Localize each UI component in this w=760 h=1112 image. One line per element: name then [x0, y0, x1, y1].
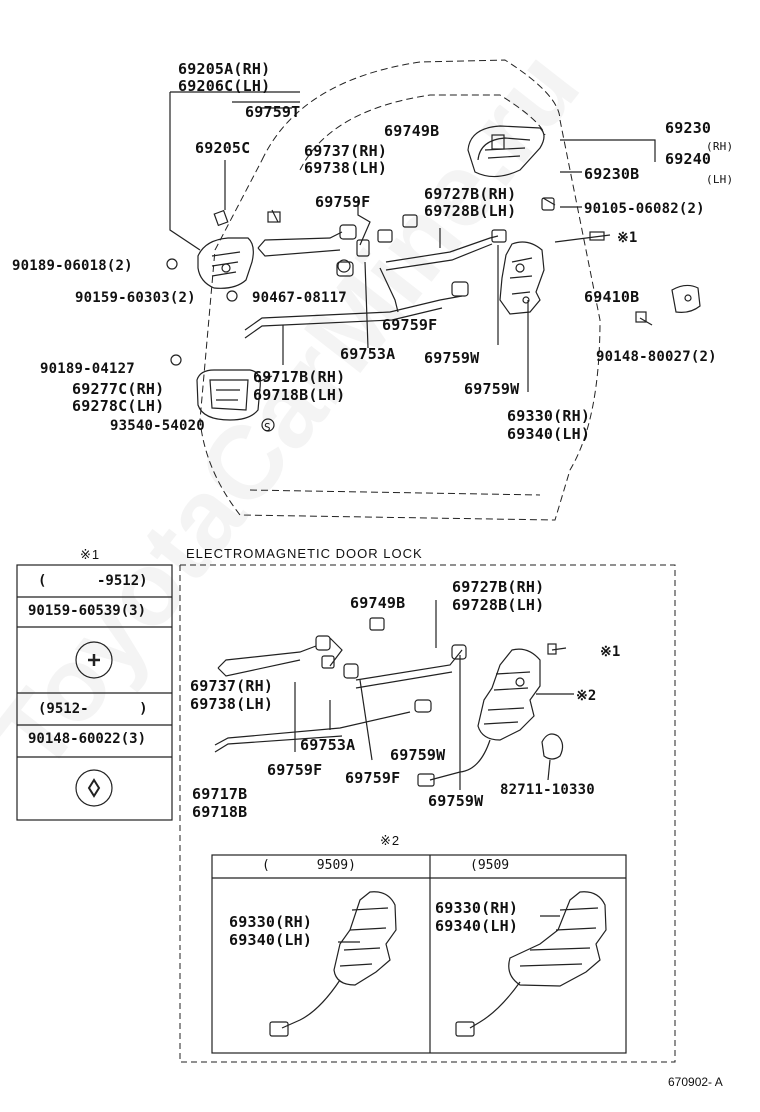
electro-label-69753a: 69753A [300, 736, 356, 754]
note2-left-label-69340: 69340(LH) [229, 931, 313, 949]
label-69759w-2: 69759W [464, 380, 520, 398]
door-lock-assembly [499, 241, 545, 315]
note1-row-part-1: 90159-60539(3) [28, 603, 147, 619]
door-outline [199, 59, 601, 521]
door-window-frame [299, 94, 546, 171]
electro-label-69759w: 69759W [390, 746, 446, 764]
electro-label-69737: 69737(RH) [190, 677, 274, 695]
rod-69717B [244, 295, 463, 331]
label-69717b: 69717B(RH) [253, 368, 346, 386]
label-note-ref1: ※1 [617, 230, 638, 246]
rod-69737 [257, 231, 343, 249]
label-69205a: 69205A(RH) [178, 60, 271, 78]
label-69340: 69340(LH) [507, 425, 591, 443]
inside-handle-part [197, 237, 254, 289]
label-s: S [264, 421, 271, 434]
electro-section-title: ELECTROMAGNETIC DOOR LOCK [186, 546, 423, 561]
electro-label-69759f-a: 69759F [267, 761, 323, 779]
electro-label-69727b: 69727B(RH) [452, 578, 545, 596]
note1-row-range-2: (9512- ) [38, 701, 148, 717]
label-69230b: 69230B [584, 165, 640, 183]
rod-69727B [385, 235, 499, 263]
label-69718b: 69718B(LH) [253, 386, 346, 404]
document-code: 670902- A [668, 1075, 723, 1089]
electro-label-69718b: 69718B [192, 803, 248, 821]
electro-ref1: ※1 [600, 644, 621, 660]
label-69277c: 69277C(RH) [72, 380, 165, 398]
label-69205c: 69205C [195, 139, 251, 157]
outside-handle-part [467, 125, 545, 178]
note2-col2-header: (9509 [470, 858, 557, 873]
label-69759t: 69759T [245, 103, 301, 121]
label-69728b: 69728B(LH) [424, 202, 517, 220]
label-69240-lh: (LH) [706, 173, 734, 186]
label-69759w: 69759W [424, 349, 480, 367]
note2-right-label-69340: 69340(LH) [435, 917, 519, 935]
label-69749b: 69749B [384, 122, 440, 140]
electric-lock-assembly [417, 648, 541, 787]
electro-label-69759f-b: 69759F [345, 769, 401, 787]
label-90148-80027: 90148-80027(2) [596, 349, 717, 365]
label-90467-08117: 90467-08117 [252, 290, 347, 306]
label-69759f-2: 69759F [382, 316, 438, 334]
electro-label-82711-10330: 82711-10330 [500, 782, 595, 798]
label-69278c: 69278C(LH) [72, 397, 165, 415]
inner-bezel-part [196, 369, 261, 421]
label-69206c: 69206C(LH) [178, 77, 271, 95]
label-69727b: 69727B(RH) [424, 185, 517, 203]
note2-right-label-69330: 69330(RH) [435, 899, 519, 917]
label-69230-rh: (RH) [706, 140, 734, 153]
label-69759f: 69759F [315, 193, 371, 211]
lock-variant-left [269, 891, 397, 1037]
label-90189-06018: 90189-06018(2) [12, 258, 133, 274]
electro-label-69759w-2: 69759W [428, 792, 484, 810]
label-69410b: 69410B [584, 288, 640, 306]
label-69753a: 69753A [340, 345, 396, 363]
electro-label-69738: 69738(LH) [190, 695, 274, 713]
label-90189-04127: 90189-04127 [40, 361, 135, 377]
note1-title: ※1 [80, 547, 101, 562]
label-90159-60303: 90159-60303(2) [75, 290, 196, 306]
electro-label-69717b: 69717B [192, 785, 248, 803]
label-69737: 69737(RH) [304, 142, 388, 160]
lock-variant-right [455, 891, 607, 1037]
electro-label-69749b: 69749B [350, 594, 406, 612]
label-93540-54020: 93540-54020 [110, 418, 205, 434]
note1-row-part-2: 90148-60022(3) [28, 731, 147, 747]
striker-part [671, 284, 701, 313]
label-90105-06082: 90105-06082(2) [584, 201, 705, 217]
note2-title: ※2 [380, 833, 401, 848]
label-69330: 69330(RH) [507, 407, 591, 425]
label-69240: 69240 [665, 150, 712, 168]
note2-left-label-69330: 69330(RH) [229, 913, 313, 931]
label-69738: 69738(LH) [304, 159, 388, 177]
note1-row-range-1: ( -9512) [38, 573, 148, 589]
electro-label-69728b: 69728B(LH) [452, 596, 545, 614]
electro-ref2: ※2 [576, 688, 597, 704]
switch-connector-part [541, 733, 564, 781]
label-69230: 69230 [665, 119, 712, 137]
note2-col1-header: ( 9509) [262, 858, 356, 873]
